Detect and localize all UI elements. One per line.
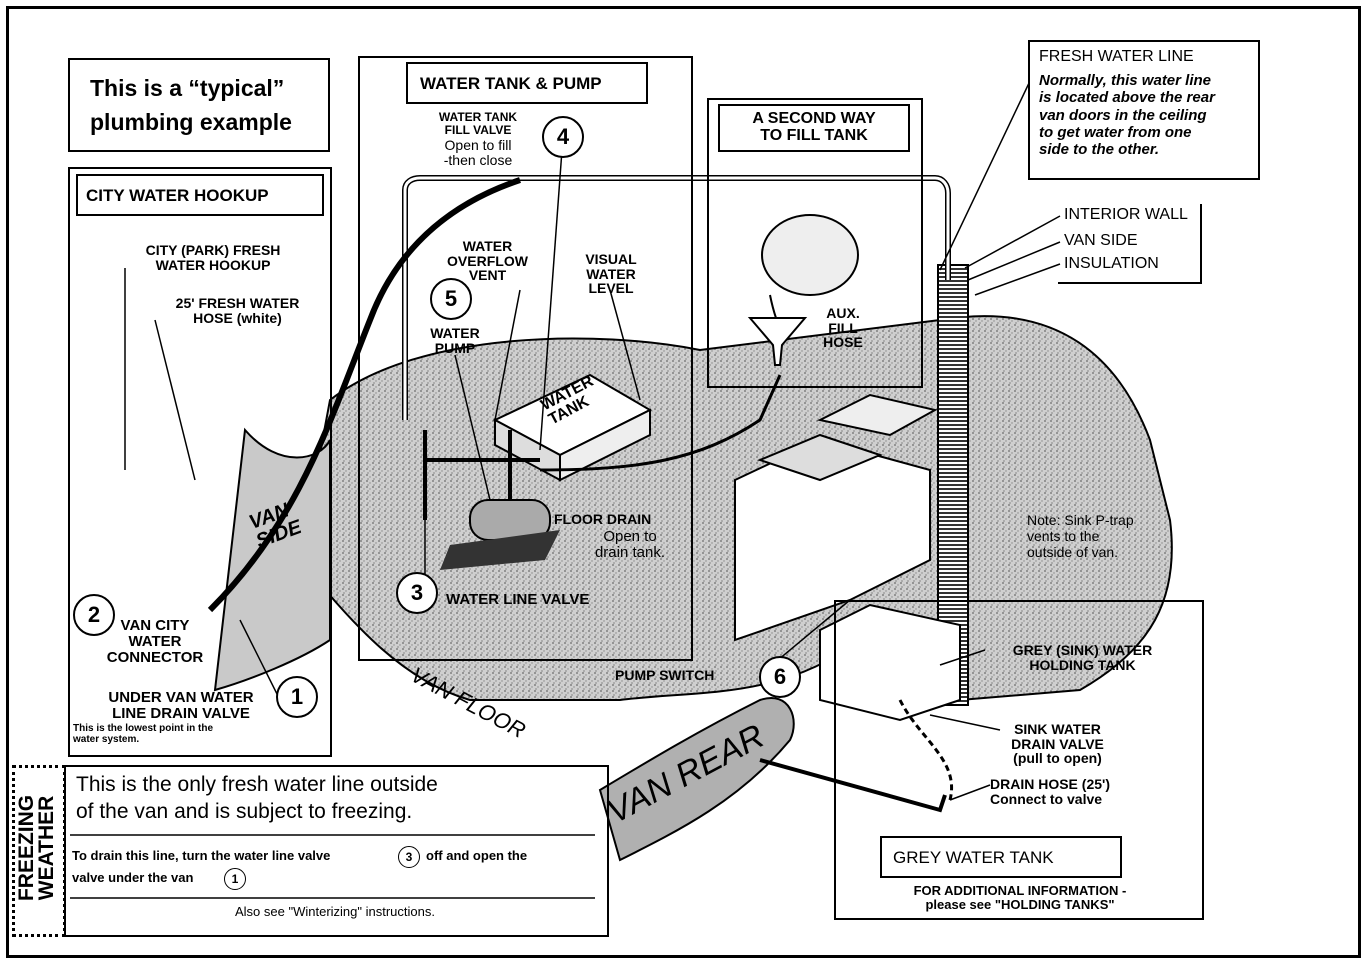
- fresh-water-line-title: FRESH WATER LINE: [1039, 48, 1194, 65]
- van-rear-panel: [598, 697, 795, 862]
- grey-water-title: GREY WATER TANK: [893, 848, 1054, 867]
- fresh-water-line-text: Normally, this water line is located abo…: [1039, 72, 1215, 158]
- freezing-side-box: FREEZING WEATHER: [12, 765, 66, 937]
- freezing-badge-3: 3: [398, 846, 420, 868]
- freezing-side-label: FREEZING WEATHER: [15, 794, 58, 902]
- second-way-panel: [707, 98, 923, 388]
- city-water-panel: [68, 167, 332, 757]
- under-van-valve-label: UNDER VAN WATER LINE DRAIN VALVE: [108, 689, 254, 722]
- grey-tank-shape: [819, 603, 961, 722]
- winterizing-note: Also see "Winterizing" instructions.: [235, 904, 435, 919]
- city-water-title: CITY WATER HOOKUP: [86, 186, 269, 205]
- overflow-vent-label: WATER OVERFLOW VENT: [447, 238, 528, 284]
- grey-water-panel: [834, 600, 1204, 920]
- drain-hose-label: DRAIN HOSE (25') Connect to valve: [990, 776, 1111, 807]
- second-way-title-box: A SECOND WAY TO FILL TANK: [718, 104, 910, 152]
- badge-2: 2: [73, 594, 115, 636]
- van-side-panel: [213, 427, 331, 692]
- floor-drain-label: FLOOR DRAIN: [554, 511, 652, 527]
- additional-info-note: FOR ADDITIONAL INFORMATION - please see …: [913, 883, 1127, 912]
- fresh-water-line-box: FRESH WATER LINE Normally, this water li…: [1028, 40, 1260, 180]
- van-city-connector-label: VAN CITY WATER CONNECTOR: [106, 617, 204, 666]
- freezing-panel: [64, 765, 609, 937]
- intro-line-2: plumbing example: [90, 109, 292, 135]
- badge-6: 6: [759, 656, 801, 698]
- wall-layers-box: INTERIOR WALL VAN SIDE INSULATION: [1058, 204, 1202, 284]
- hose-label: 25' FRESH WATER HOSE (white): [175, 295, 300, 326]
- second-way-title: A SECOND WAY TO FILL TANK: [752, 110, 876, 144]
- drain-hose-line: [898, 699, 953, 801]
- freezing-badge-1: 1: [224, 868, 246, 890]
- grey-water-title-box: GREY WATER TANK: [880, 836, 1122, 878]
- intro-line-1: This is a “typical”: [90, 75, 285, 101]
- tank-pump-title: WATER TANK & PUMP: [420, 74, 602, 93]
- fill-valve-label: WATER TANK FILL VALVE: [438, 110, 518, 137]
- tank-pump-panel: [358, 56, 693, 661]
- water-pump-label: WATER PUMP: [430, 325, 480, 356]
- sink-drain-valve-label: SINK WATER DRAIN VALVE (pull to open): [1011, 721, 1104, 767]
- city-hookup-label: CITY (PARK) FRESH WATER HOOKUP: [145, 242, 281, 273]
- floor-drain-note: Open to drain tank.: [594, 528, 666, 561]
- freezing-drain-line-1: To drain this line, turn the water line …: [72, 848, 331, 863]
- water-line-valve-label: WATER LINE VALVE: [446, 591, 590, 608]
- city-water-title-box: CITY WATER HOOKUP: [76, 174, 324, 216]
- freezing-drain-line-2: valve under the van: [72, 870, 194, 885]
- freezing-drain-line-1b: off and open the: [426, 848, 528, 863]
- badge-1: 1: [276, 676, 318, 718]
- visual-level-label: VISUAL WATER LEVEL: [585, 251, 637, 297]
- badge-4: 4: [542, 116, 584, 158]
- insulation-label: INSULATION: [1064, 255, 1159, 272]
- intro-box: This is a “typical” plumbing example: [68, 58, 330, 152]
- funnel-shape: [747, 317, 808, 366]
- van-side-layer-label: VAN SIDE: [1064, 232, 1138, 249]
- freezing-headline: This is the only fresh water line outsid…: [76, 773, 438, 824]
- badge-3: 3: [396, 572, 438, 614]
- interior-wall-label: INTERIOR WALL: [1064, 206, 1188, 223]
- pitcher-shape: [761, 214, 859, 296]
- fill-valve-note: Open to fill -then close: [443, 137, 513, 168]
- aux-fill-label: AUX. FILL HOSE: [823, 305, 863, 351]
- lowest-point-note: This is the lowest point in the water sy…: [73, 723, 214, 745]
- tank-pump-title-box: WATER TANK & PUMP: [406, 62, 648, 104]
- hose-line: [207, 177, 521, 613]
- grey-holding-label: GREY (SINK) WATER HOLDING TANK: [1012, 642, 1153, 673]
- pump-switch-label: PUMP SWITCH: [615, 667, 715, 683]
- p-trap-note: Note: Sink P-trap vents to the outside o…: [1027, 512, 1134, 561]
- badge-5: 5: [430, 278, 472, 320]
